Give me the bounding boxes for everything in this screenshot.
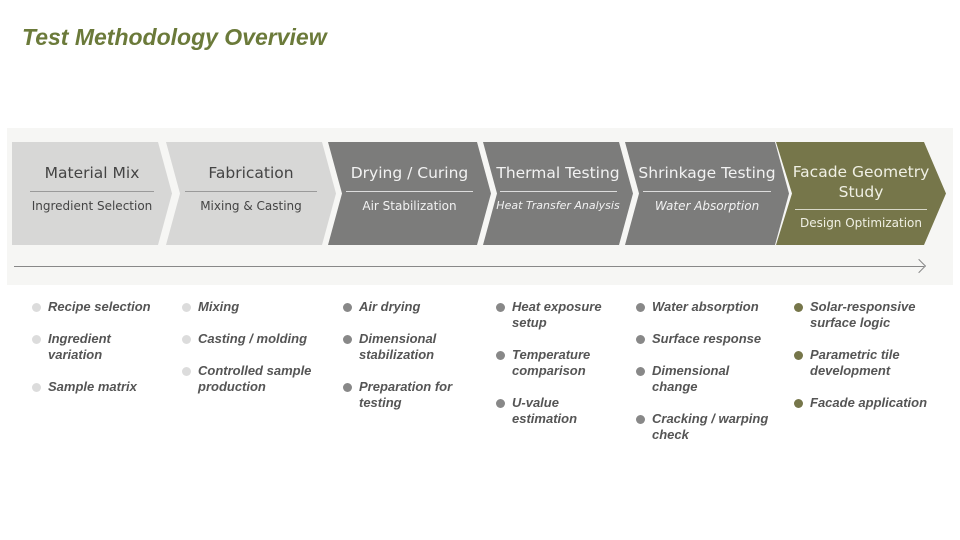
bullet-item: Parametric tile development <box>794 347 934 379</box>
bullet-item: Air drying <box>343 299 463 315</box>
bullet-dot-icon <box>343 335 352 344</box>
bullet-item: Solar-responsive surface logic <box>794 299 934 331</box>
divider <box>794 209 928 210</box>
bullet-item: Facade application <box>794 395 934 411</box>
bullet-text: Cracking / warping check <box>652 411 769 442</box>
bullet-text: Surface response <box>652 331 762 346</box>
bullet-dot-icon <box>343 303 352 312</box>
bullet-item: Heat exposure setup <box>496 299 616 331</box>
bullet-item: Surface response <box>636 331 776 347</box>
bullet-item: Cracking / warping check <box>636 411 776 443</box>
step-subtitle: Air Stabilization <box>362 199 457 213</box>
bullet-item: Ingredient variation <box>32 331 152 363</box>
bullet-dot-icon <box>32 303 41 312</box>
bullet-item: Preparation for testing <box>343 379 463 411</box>
bullet-dot-icon <box>636 303 645 312</box>
step-subtitle: Mixing & Casting <box>200 199 302 213</box>
step-subtitle: Design Optimization <box>799 216 922 230</box>
bullet-text: Air drying <box>359 299 421 314</box>
bullet-dot-icon <box>343 383 352 392</box>
bullet-dot-icon <box>636 415 645 424</box>
bullet-text: Facade application <box>810 395 928 410</box>
bullet-item: U-value estimation <box>496 395 616 427</box>
step-title: Material Mix <box>44 164 140 182</box>
bullet-dot-icon <box>794 399 803 408</box>
bullet-text: Dimensional change <box>652 363 730 394</box>
divider <box>345 191 474 192</box>
divider <box>499 191 617 192</box>
step-drying-curing: Drying / Curing Air Stabilization <box>328 142 491 245</box>
bullet-dot-icon <box>496 303 505 312</box>
step-title: Shrinkage Testing <box>638 164 776 182</box>
bullet-text: Heat exposure setup <box>512 299 602 330</box>
step-fabrication: Fabrication Mixing & Casting <box>166 142 336 245</box>
bullet-text: Temperature comparison <box>512 347 591 378</box>
step-title: Facade Geometry Study <box>792 163 930 201</box>
bullet-text: Dimensional stabilization <box>359 331 437 362</box>
bullet-dot-icon <box>794 303 803 312</box>
step-subtitle: Ingredient Selection <box>31 199 153 213</box>
step-subtitle: Water Absorption <box>654 199 760 213</box>
step-title: Drying / Curing <box>350 164 469 182</box>
step-facade-geometry-study: Facade Geometry Study Design Optimizatio… <box>776 142 946 245</box>
bullet-text: Solar-responsive surface logic <box>810 299 916 330</box>
bullet-item: Temperature comparison <box>496 347 616 379</box>
bullet-dot-icon <box>794 351 803 360</box>
bullet-dot-icon <box>32 335 41 344</box>
bullet-dot-icon <box>636 367 645 376</box>
bullet-item: Sample matrix <box>32 379 152 395</box>
step-subtitle: Heat Transfer Analysis <box>496 199 620 212</box>
bullet-text: Recipe selection <box>48 299 151 314</box>
timeline-arrow <box>14 266 924 267</box>
divider <box>643 191 771 192</box>
bullet-dot-icon <box>32 383 41 392</box>
step-thermal-testing: Thermal Testing Heat Transfer Analysis <box>483 142 633 245</box>
bullet-text: Controlled sample production <box>198 363 312 394</box>
bullet-text: Sample matrix <box>48 379 137 394</box>
bullet-dot-icon <box>182 367 191 376</box>
bullet-item: Dimensional change <box>636 363 776 395</box>
step-title: Fabrication <box>208 164 294 182</box>
bullet-item: Recipe selection <box>32 299 152 315</box>
bullet-dot-icon <box>496 351 505 360</box>
bullet-text: Water absorption <box>652 299 759 314</box>
step-title: Thermal Testing <box>496 164 620 182</box>
bullet-text: Casting / molding <box>198 331 308 346</box>
bullet-text: Preparation for testing <box>359 379 453 410</box>
divider <box>184 191 318 192</box>
bullet-item: Dimensional stabilization <box>343 331 463 363</box>
bullet-text: Mixing <box>198 299 240 314</box>
bullet-item: Controlled sample production <box>182 363 322 395</box>
bullet-text: Ingredient variation <box>48 331 111 362</box>
bullet-dot-icon <box>496 399 505 408</box>
bullet-item: Mixing <box>182 299 322 315</box>
bullet-dot-icon <box>636 335 645 344</box>
step-material-mix: Material Mix Ingredient Selection <box>12 142 172 245</box>
bullet-item: Casting / molding <box>182 331 322 347</box>
bullet-dot-icon <box>182 303 191 312</box>
bullet-dot-icon <box>182 335 191 344</box>
slide-title: Test Methodology Overview <box>22 24 327 50</box>
bullet-text: Parametric tile development <box>810 347 900 378</box>
step-shrinkage-testing: Shrinkage Testing Water Absorption <box>625 142 789 245</box>
divider <box>29 191 155 192</box>
bullet-text: U-value estimation <box>512 395 578 426</box>
bullet-item: Water absorption <box>636 299 776 315</box>
